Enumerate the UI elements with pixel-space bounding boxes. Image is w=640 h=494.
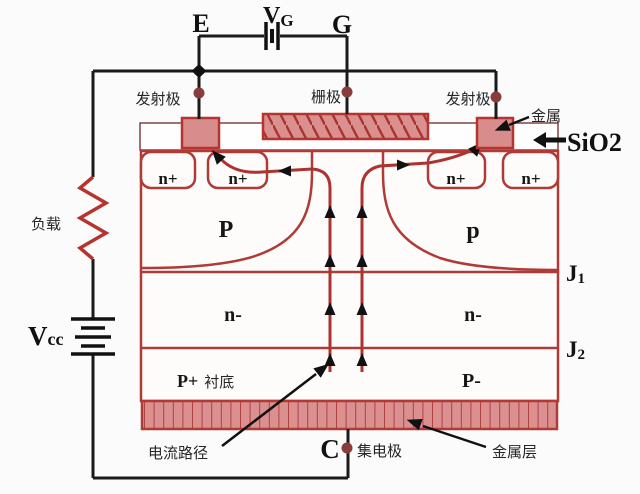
j2-main: J [566,337,578,362]
junction-dot-icon [191,64,207,78]
n-plus-label-2: n+ [228,169,247,188]
current-path-pointer-icon [313,363,329,378]
n-drift-left-label: n- [224,304,242,326]
arrow-up-icon [324,254,336,267]
emitter-left-label: 发射极 [135,90,180,108]
vg-sub: G [280,11,293,30]
emitter-right-label: 发射极 [445,90,490,108]
collector-metal-band [140,399,559,431]
load-label: 负载 [31,215,61,233]
n-drift-right-label: n- [464,304,482,326]
device-cross-section [139,112,560,431]
p-well-right-label: p [466,218,479,244]
substrate-cjk: 衬底 [204,373,234,391]
n-plus-region-4 [501,150,560,190]
vcc-battery-icon [71,317,115,356]
vg-source-label: VG [263,3,294,30]
sio2-label: SiO2 [567,128,622,157]
n-plus-label-4: n+ [521,169,540,188]
terminal-c-label: C [320,434,340,464]
sio2-pointer-icon [533,132,546,148]
terminal-g-label: G [332,10,352,39]
arrow-up-icon [324,205,336,218]
metal-layer-pointer-icon [406,418,423,431]
load-resistor-icon [76,175,110,261]
p-well-left-boundary [140,152,314,270]
vg-battery-icon [264,22,280,50]
vg-main: V [263,3,281,29]
current-path-label: 电流路径 [148,444,208,462]
gate-electrode-label: 栅极 [311,88,341,106]
j1-sub: 1 [578,271,586,287]
emitter-right-terminal-dot [490,91,502,103]
arrow-up-icon [356,205,368,218]
emitter-metal-contact-left [180,116,221,150]
annotation-arrows [221,115,566,449]
arrow-up-left-icon [211,150,226,165]
p-well-right-boundary [381,152,559,272]
arrow-left-icon [278,165,291,177]
j1-main: J [566,261,578,286]
arrow-up-icon [356,302,368,315]
metal-layer-label: 金属层 [492,443,537,461]
metal-pointer-icon [494,119,511,131]
circuit-wiring [91,34,498,480]
gate-polysilicon-bar [261,112,430,141]
collector-electrode-label: 集电极 [357,442,402,460]
arrow-up-icon [356,353,368,366]
arrow-up-icon [324,302,336,315]
vcc-source-label: Vcc [28,321,63,351]
n-plus-label-1: n+ [158,169,177,188]
arrow-up-icon [356,254,368,267]
vcc-sub: cc [48,329,64,349]
arrow-up-icon [324,353,336,366]
terminal-e-label: E [192,9,209,38]
gate-terminal-dot [341,86,353,98]
collector-terminal-dot [341,442,353,454]
arrow-right-icon [397,159,410,171]
substrate-label: P+ 衬底 [177,371,234,391]
silicon-body [139,149,560,403]
metal-label: 金属 [531,107,561,125]
junction-j2-label: J2 [566,337,585,363]
junction-j1-label: J1 [566,261,585,287]
n-plus-region-1 [139,150,197,190]
n-plus-label-3: n+ [446,169,465,188]
j2-sub: 2 [578,347,586,363]
substrate-prefix: P+ [177,371,198,391]
collector-region-label: P- [462,370,481,392]
vcc-main: V [28,321,48,351]
p-well-left-label: P [219,217,234,243]
emitter-left-terminal-dot [193,87,205,99]
